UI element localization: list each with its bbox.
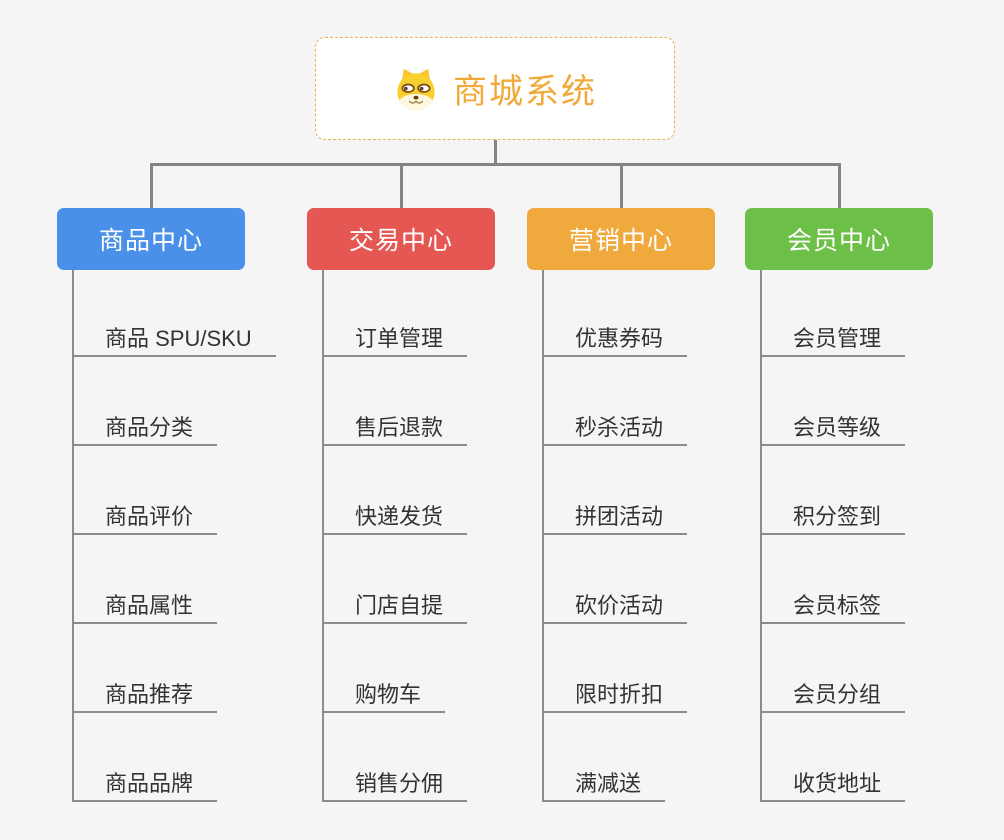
child-item-trade-center-0[interactable]: 订单管理 (322, 322, 468, 357)
child-item-member-center-5[interactable]: 收货地址 (760, 767, 906, 802)
branch-header-marketing-center[interactable]: 营销中心 (527, 208, 715, 270)
child-item-product-center-5[interactable]: 商品品牌 (72, 767, 218, 802)
child-item-member-center-0[interactable]: 会员管理 (760, 322, 906, 357)
connector-line (72, 270, 74, 802)
root-node[interactable]: 商城系统 (315, 37, 675, 140)
child-item-marketing-center-1[interactable]: 秒杀活动 (542, 411, 688, 446)
child-item-member-center-4[interactable]: 会员分组 (760, 678, 906, 713)
connector-line (150, 163, 841, 166)
child-item-trade-center-1[interactable]: 售后退款 (322, 411, 468, 446)
branch-header-member-center[interactable]: 会员中心 (745, 208, 933, 270)
branch-header-product-center[interactable]: 商品中心 (57, 208, 245, 270)
branch-label: 交易中心 (348, 227, 453, 255)
child-item-product-center-2[interactable]: 商品评价 (72, 500, 218, 535)
child-item-marketing-center-5[interactable]: 满减送 (542, 767, 666, 802)
child-item-member-center-2[interactable]: 积分签到 (760, 500, 906, 535)
branch-label: 营销中心 (568, 227, 673, 255)
child-item-marketing-center-4[interactable]: 限时折扣 (542, 678, 688, 713)
child-item-product-center-3[interactable]: 商品属性 (72, 589, 218, 624)
branch-label: 商品中心 (98, 227, 203, 255)
connector-line (838, 163, 841, 208)
child-item-product-center-4[interactable]: 商品推荐 (72, 678, 218, 713)
child-item-marketing-center-2[interactable]: 拼团活动 (542, 500, 688, 535)
connector-line (322, 270, 324, 802)
connector-line (620, 163, 623, 208)
child-item-trade-center-2[interactable]: 快递发货 (322, 500, 468, 535)
branch-label: 会员中心 (786, 227, 891, 255)
connector-line (542, 270, 544, 802)
branch-header-trade-center[interactable]: 交易中心 (307, 208, 495, 270)
child-item-product-center-1[interactable]: 商品分类 (72, 411, 218, 446)
child-item-product-center-0[interactable]: 商品 SPU/SKU (72, 322, 276, 357)
doge-face-icon (393, 66, 439, 112)
child-item-member-center-3[interactable]: 会员标签 (760, 589, 906, 624)
child-item-trade-center-3[interactable]: 门店自提 (322, 589, 468, 624)
connector-line (150, 163, 153, 208)
child-item-marketing-center-3[interactable]: 砍价活动 (542, 589, 688, 624)
connector-line (494, 140, 497, 163)
child-item-member-center-1[interactable]: 会员等级 (760, 411, 906, 446)
connector-line (400, 163, 403, 208)
child-item-trade-center-4[interactable]: 购物车 (322, 678, 446, 713)
child-item-marketing-center-0[interactable]: 优惠券码 (542, 322, 688, 357)
root-title: 商城系统 (453, 73, 597, 111)
connector-line (760, 270, 762, 802)
child-item-trade-center-5[interactable]: 销售分佣 (322, 767, 468, 802)
